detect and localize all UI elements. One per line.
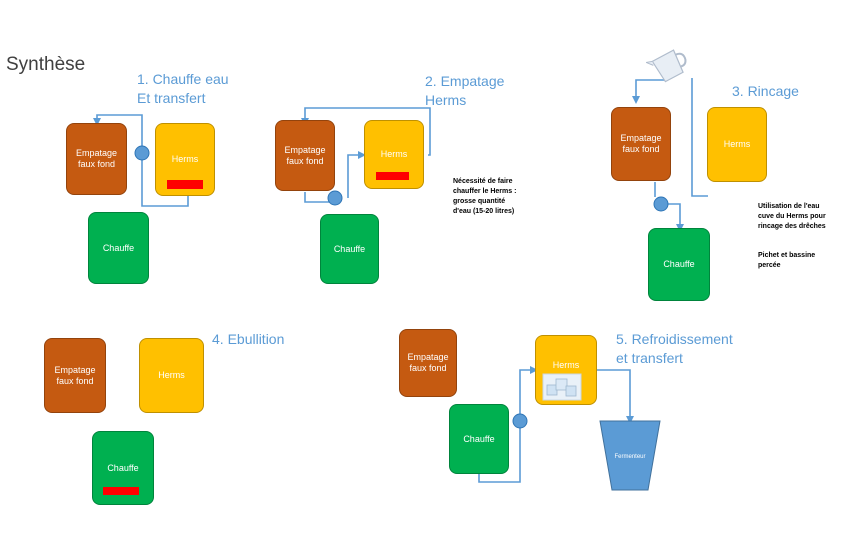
step4-herms-tank: Herms	[139, 338, 204, 413]
step5-mash-tun: Empatage faux fond	[399, 329, 457, 397]
mash-tun-label: Empatage faux fond	[407, 352, 449, 373]
step1-heater-element	[167, 180, 203, 189]
step2-boil-kettle: Chauffe	[320, 214, 379, 284]
boil-kettle-label: Chauffe	[102, 242, 135, 253]
herms-label: Herms	[171, 154, 199, 164]
step2-mash-tun: Empatage faux fond	[275, 120, 335, 191]
boil-kettle-label: Chauffe	[463, 433, 495, 444]
step4-boil-kettle: Chauffe	[92, 431, 154, 505]
step2-herms-tank: Herms	[364, 120, 424, 189]
boil-kettle-label: Chauffe	[333, 243, 366, 254]
step3-boil-kettle: Chauffe	[648, 228, 710, 301]
step4-mash-tun: Empatage faux fond	[44, 338, 106, 413]
step3-note-rinse: Utilisation de l'eau cuve du Herms pour …	[758, 203, 826, 230]
fermenter-bucket: Fermenteur	[599, 420, 661, 491]
herms-label: Herms	[552, 360, 580, 370]
step1-boil-kettle: Chauffe	[88, 212, 149, 284]
step-1-title: 1. Chauffe eau Et transfert	[137, 71, 229, 106]
pitcher-icon	[646, 49, 687, 83]
step3-note-pitcher: Pichet et bassine percée	[758, 252, 816, 269]
step2-heater-element	[376, 172, 409, 180]
step3-mash-tun: Empatage faux fond	[611, 107, 671, 181]
step4-heater-element	[103, 487, 139, 495]
step5-boil-kettle: Chauffe	[449, 404, 509, 474]
mash-tun-label: Empatage faux fond	[284, 144, 326, 166]
step3-herms-tank: Herms	[707, 107, 767, 182]
herms-label: Herms	[380, 149, 408, 159]
step2-note: Nécessité de faire chauffer le Herms : g…	[453, 178, 517, 215]
herms-label: Herms	[158, 370, 185, 380]
step1-mash-tun: Empatage faux fond	[66, 123, 127, 195]
step-5-title: 5. Refroidissement et transfert	[616, 331, 733, 366]
boil-kettle-label: Chauffe	[107, 462, 139, 473]
herms-label: Herms	[723, 139, 751, 149]
step-3-title: 3. Rincage	[732, 83, 799, 99]
step-4-title: 4. Ebullition	[212, 331, 285, 347]
mash-tun-label: Empatage faux fond	[620, 133, 662, 154]
mash-tun-label: Empatage faux fond	[54, 364, 96, 386]
boil-kettle-label: Chauffe	[663, 259, 695, 269]
mash-tun-label: Empatage faux fond	[75, 148, 118, 169]
fermenter-label: Fermenteur	[614, 454, 645, 460]
page-title: Synthèse	[6, 54, 86, 75]
ice-cubes-icon	[542, 373, 582, 401]
step-2-title: 2. Empatage Herms	[425, 73, 505, 108]
